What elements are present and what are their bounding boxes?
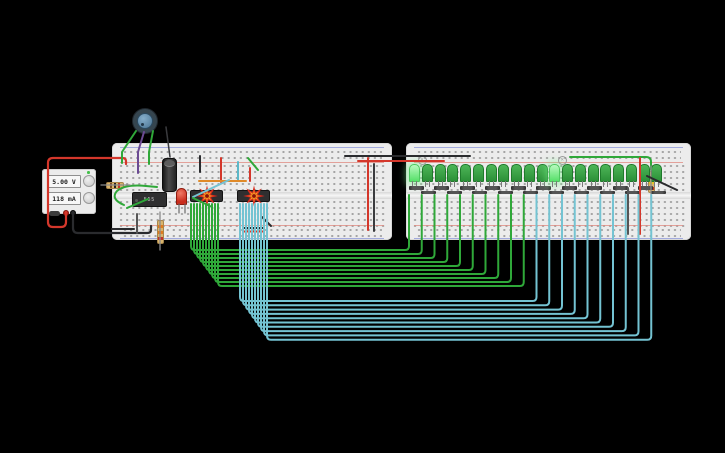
green-led[interactable] xyxy=(613,164,624,187)
rail-negative-line xyxy=(414,146,683,148)
led-series-resistor[interactable] xyxy=(421,190,437,194)
green-led-lit[interactable] xyxy=(409,164,420,187)
green-led[interactable] xyxy=(447,164,459,187)
electrolytic-capacitor[interactable] xyxy=(162,158,177,192)
green-led[interactable] xyxy=(562,164,573,187)
red-led[interactable] xyxy=(176,188,187,205)
timer-ic-555[interactable]: 555 xyxy=(132,192,167,207)
current-knob[interactable] xyxy=(83,192,95,204)
green-led[interactable] xyxy=(536,164,548,187)
green-led[interactable] xyxy=(523,164,535,187)
led-series-resistor[interactable] xyxy=(561,186,577,190)
led-series-resistor[interactable] xyxy=(523,190,539,194)
power-toggle[interactable] xyxy=(49,211,60,216)
current-display: 118 mA xyxy=(47,192,81,205)
green-led[interactable] xyxy=(511,164,522,187)
led-series-resistor[interactable] xyxy=(599,190,615,194)
led-series-resistor[interactable] xyxy=(612,186,628,190)
burned-component-icon xyxy=(242,185,265,207)
rail-holes-top[interactable] xyxy=(122,149,382,161)
green-led[interactable] xyxy=(460,164,471,187)
negative-terminal[interactable] xyxy=(70,210,76,216)
lit-led-marker-icon: ✕ xyxy=(557,156,567,165)
green-led[interactable] xyxy=(434,164,446,187)
led-series-resistor[interactable] xyxy=(408,186,424,190)
green-led[interactable] xyxy=(587,164,599,187)
green-led[interactable] xyxy=(498,164,510,187)
power-supply[interactable]: 5.00 V 118 mA xyxy=(42,169,96,216)
green-led[interactable] xyxy=(600,164,612,187)
led-series-resistor[interactable] xyxy=(548,190,564,194)
voltage-display: 5.00 V xyxy=(47,175,81,188)
rail-positive-line xyxy=(414,162,683,163)
led-series-resistor[interactable] xyxy=(434,186,449,190)
green-led[interactable] xyxy=(472,164,484,187)
shift-register-ic-2[interactable] xyxy=(237,185,270,207)
led-series-resistor[interactable] xyxy=(472,190,488,194)
led-series-resistor[interactable] xyxy=(485,186,500,190)
rail-positive-line xyxy=(414,225,683,226)
led-series-resistor[interactable] xyxy=(650,190,666,194)
led-series-resistor[interactable] xyxy=(459,186,475,190)
potentiometer-knob[interactable] xyxy=(137,113,153,129)
ic-label: 555 xyxy=(143,196,156,203)
power-indicator-led xyxy=(87,171,90,174)
potentiometer[interactable] xyxy=(132,108,158,134)
knob-notch xyxy=(141,123,144,126)
green-led[interactable] xyxy=(574,164,586,187)
resistor-horizontal[interactable] xyxy=(106,181,124,189)
led-series-resistor[interactable] xyxy=(536,186,551,190)
burned-component-icon xyxy=(195,185,218,207)
green-led[interactable] xyxy=(651,164,663,187)
positive-terminal[interactable] xyxy=(63,210,69,216)
rail-negative-line xyxy=(120,146,384,148)
rail-negative-line xyxy=(414,238,683,239)
led-series-resistor[interactable] xyxy=(587,186,602,190)
led-series-resistor[interactable] xyxy=(574,190,590,194)
rail-holes-top[interactable] xyxy=(416,149,681,161)
voltage-knob[interactable] xyxy=(83,175,95,187)
led-series-resistor[interactable] xyxy=(625,190,641,194)
green-led-lit[interactable] xyxy=(549,164,561,187)
green-led[interactable] xyxy=(638,164,650,187)
green-led[interactable] xyxy=(485,164,497,187)
shift-register-ic-1[interactable] xyxy=(190,185,223,207)
resistor-vertical-left-board[interactable] xyxy=(156,220,164,244)
green-led[interactable] xyxy=(421,164,433,187)
led-series-resistor[interactable] xyxy=(446,190,462,194)
led-series-resistor[interactable] xyxy=(510,186,526,190)
led-series-resistor[interactable] xyxy=(638,186,653,190)
green-led[interactable] xyxy=(625,164,637,187)
led-series-resistor[interactable] xyxy=(497,190,513,194)
